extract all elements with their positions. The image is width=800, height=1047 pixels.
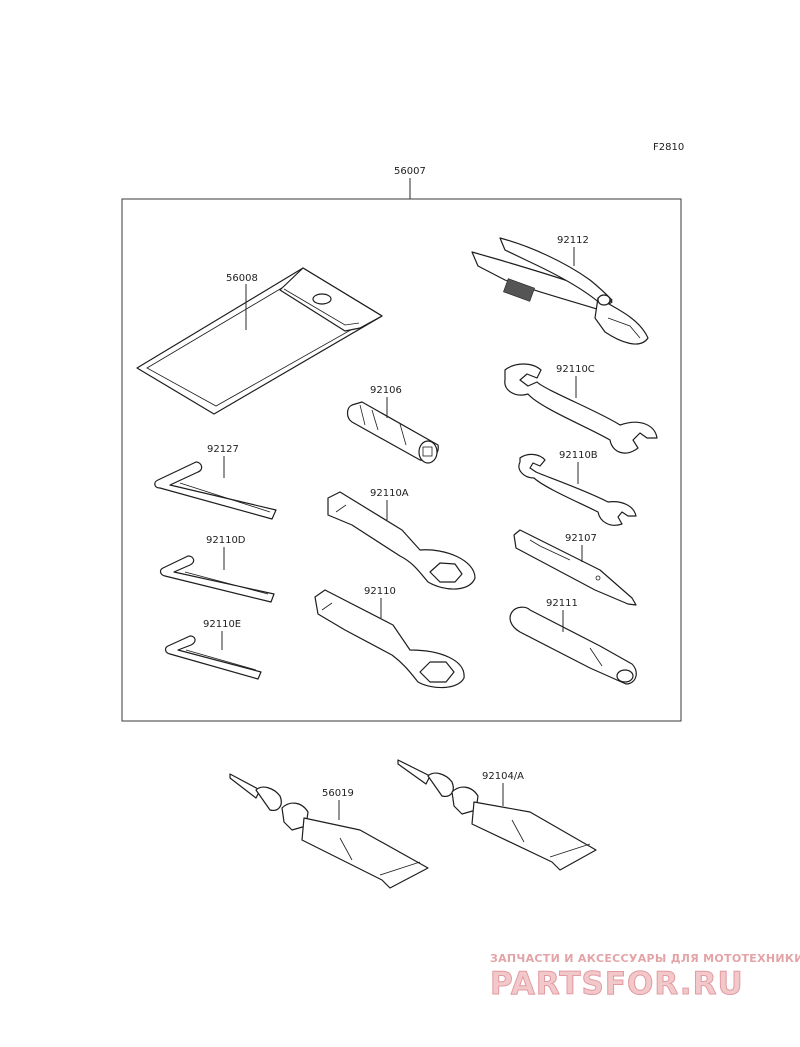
screwdriver-92107 — [513, 529, 637, 606]
label-92110A: 92110A — [370, 488, 409, 499]
label-56019: 56019 — [322, 788, 354, 799]
ring-wrench-92110A — [327, 491, 476, 590]
tool-bag-56008 — [136, 267, 383, 415]
extension-bar-92111 — [509, 606, 637, 685]
label-92106: 92106 — [370, 385, 402, 396]
socket-92106 — [346, 401, 439, 464]
hex-key-92127 — [154, 461, 277, 520]
label-92110E: 92110E — [203, 619, 241, 630]
ring-wrench-92110 — [314, 589, 465, 689]
label-92110D: 92110D — [206, 535, 246, 546]
hex-key-92110D — [159, 555, 275, 603]
wrench-92110B — [518, 453, 637, 526]
hex-key-92110E — [164, 635, 262, 680]
label-56008: 56008 — [226, 273, 258, 284]
label-92110C: 92110C — [556, 364, 595, 375]
label-92110: 92110 — [364, 586, 396, 597]
label-92110B: 92110B — [559, 450, 598, 461]
label-92112: 92112 — [557, 235, 589, 246]
pliers-92112 — [471, 237, 649, 345]
watermark-caption: ЗАПЧАСТИ И АКСЕССУАРЫ ДЛЯ МОТОТЕХНИКИ — [490, 952, 800, 965]
label-92111: 92111 — [546, 598, 578, 609]
watermark-logo: PARTSFOR.RU — [490, 966, 744, 1002]
grease-tube-92104A — [397, 759, 597, 871]
tool-kit-box — [121, 198, 682, 722]
label-92104A: 92104/A — [482, 771, 524, 782]
wrench-92110C — [504, 363, 658, 454]
grease-tube-56019 — [229, 773, 429, 889]
label-92127: 92127 — [207, 444, 239, 455]
label-56007: 56007 — [394, 166, 426, 177]
figure-code: F2810 — [653, 142, 684, 153]
label-92107: 92107 — [565, 533, 597, 544]
